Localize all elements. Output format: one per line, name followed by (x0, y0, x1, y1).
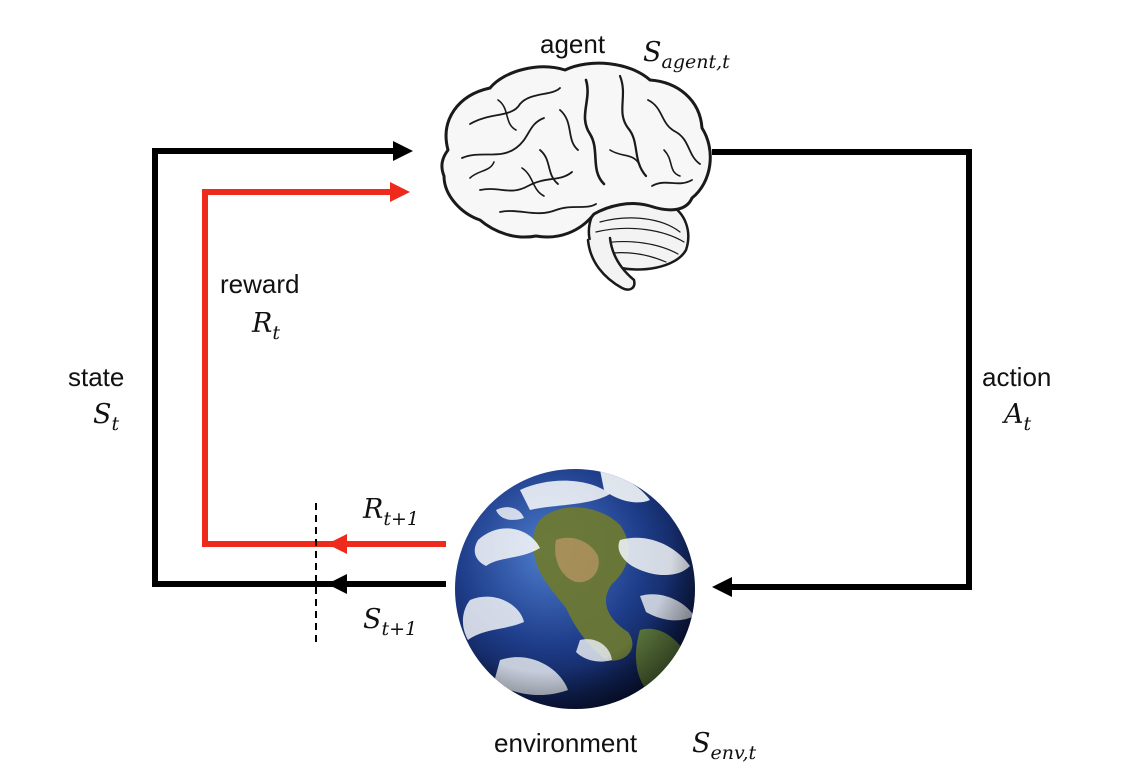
action-arrowhead (712, 577, 732, 597)
next-reward-arrowhead (327, 534, 347, 554)
state-arrowhead (393, 141, 413, 161)
earth-globe-icon (455, 469, 695, 709)
environment-state-symbol: Senv,t (692, 728, 757, 764)
reward-arrowhead (390, 182, 410, 202)
action-symbol: At (1001, 399, 1032, 435)
state-feedback-path (152, 141, 446, 594)
agent-state-symbol: Sagent,t (643, 37, 730, 73)
reward-symbol: Rt (251, 308, 280, 344)
next-state-symbol: St+1 (363, 604, 417, 640)
state-label: state (68, 362, 124, 392)
next-reward-symbol: Rt+1 (362, 494, 419, 530)
action-path (712, 149, 972, 597)
next-state-arrowhead (327, 574, 347, 594)
agent-label: agent (540, 29, 606, 59)
brain-icon (440, 61, 712, 291)
environment-label: environment (494, 728, 638, 758)
state-symbol: St (93, 399, 120, 435)
reward-label: reward (220, 269, 299, 299)
action-label: action (982, 362, 1051, 392)
reward-feedback-path (202, 182, 446, 554)
